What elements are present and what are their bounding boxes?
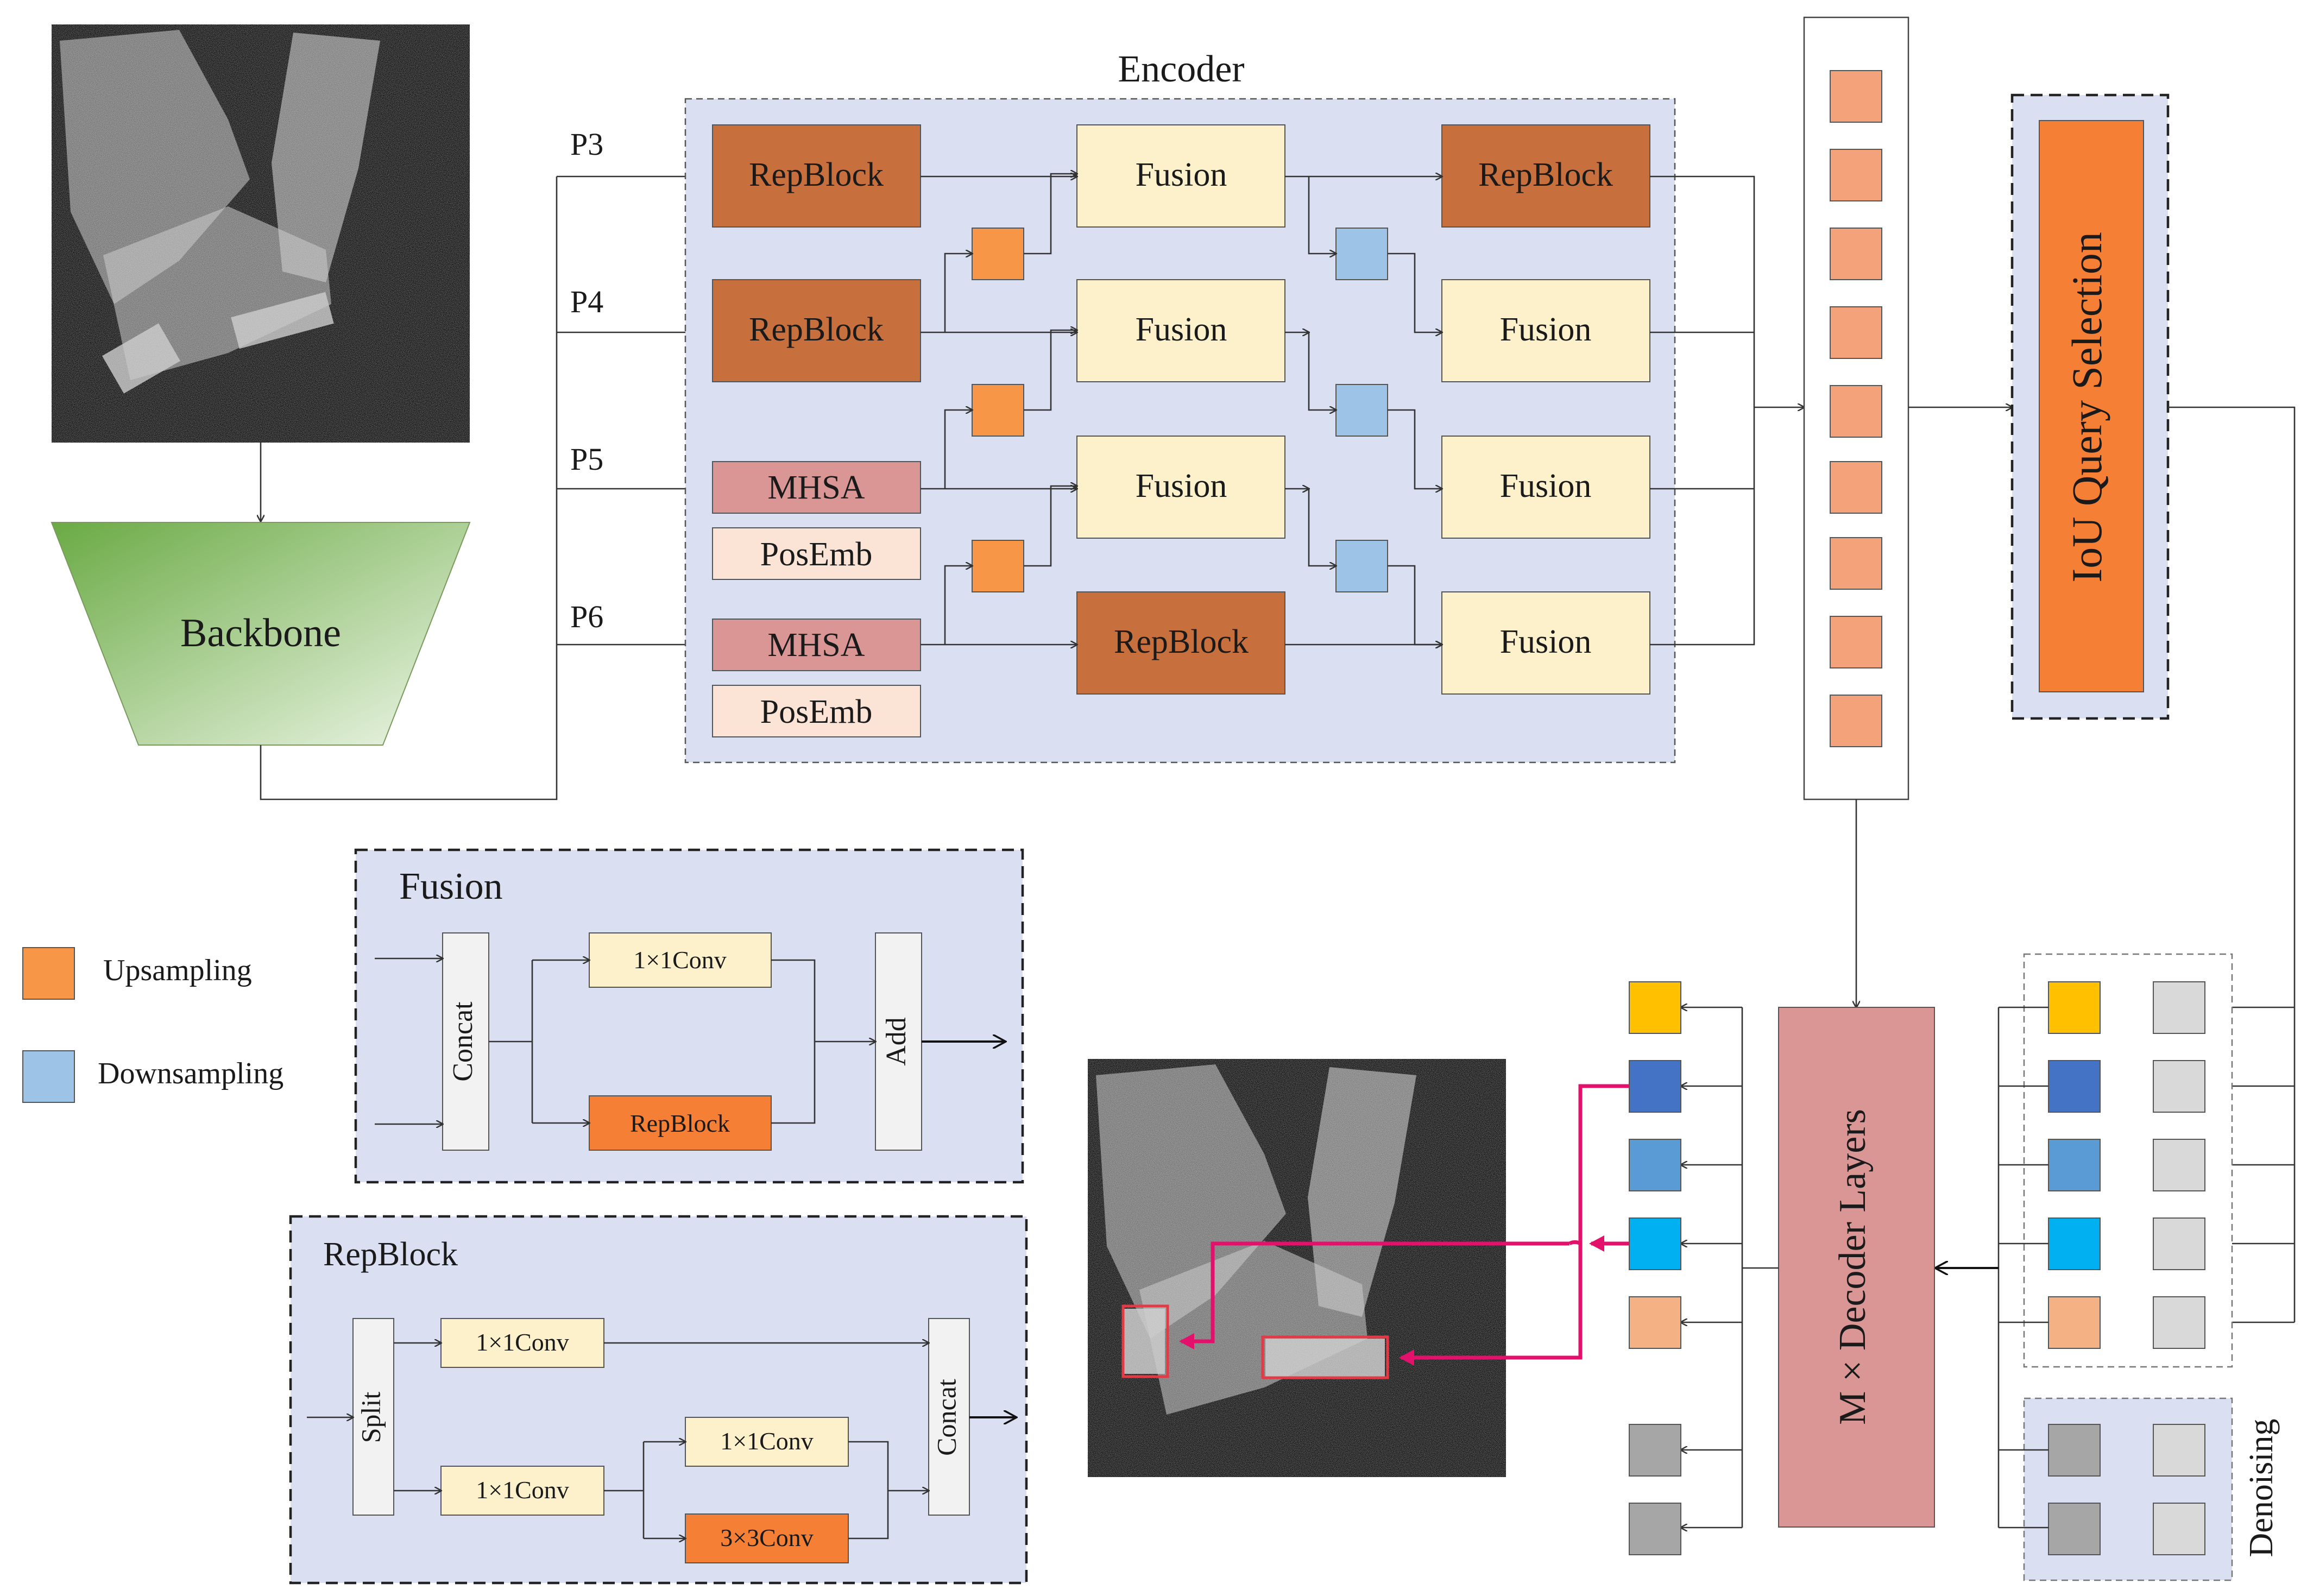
downsample-node-2	[1335, 384, 1388, 437]
query-token-3	[2048, 1139, 2101, 1191]
svg-text:1×1Conv: 1×1Conv	[633, 946, 727, 974]
backbone-label: Backbone	[180, 611, 341, 655]
svg-text:RepBlock: RepBlock	[749, 311, 884, 348]
svg-text:1×1Conv: 1×1Conv	[476, 1476, 569, 1504]
legend: Upsampling Downsampling	[22, 947, 283, 1103]
encoder-fusion-c2-p3	[1076, 124, 1285, 228]
svg-text:MHSA: MHSA	[767, 469, 865, 506]
query-tokens-group	[2023, 953, 2233, 1368]
svg-text:Concat: Concat	[447, 1001, 478, 1082]
encoder-mhsa-p5	[712, 461, 921, 514]
decoder-layers: M × Decoder Layers	[1778, 1007, 1935, 1528]
query-token-1	[2048, 981, 2101, 1034]
svg-text:Fusion: Fusion	[1136, 311, 1227, 348]
svg-text:RepBlock: RepBlock	[1478, 156, 1613, 193]
upsample-node-2	[972, 384, 1024, 437]
svg-text:Fusion: Fusion	[1500, 311, 1592, 348]
iou-query-selection-label: IoU Query Selection	[2063, 232, 2110, 582]
repblock-detail-panel: RepBlock Split 1×1Conv 1×1Conv 1×1Conv 3…	[289, 1215, 1028, 1585]
svg-text:Fusion: Fusion	[1136, 156, 1227, 193]
iou-query-selection: IoU Query Selection	[2010, 93, 2170, 720]
scale-label-p5: P5	[570, 441, 603, 477]
svg-text:RepBlock: RepBlock	[1114, 623, 1249, 660]
encoder-posemb-p6	[712, 685, 921, 737]
encoder-repblock-p4	[712, 279, 921, 382]
svg-text:Fusion: Fusion	[1500, 468, 1592, 504]
repblock-detail-title: RepBlock	[323, 1236, 458, 1273]
query-token-2	[2048, 1060, 2101, 1113]
legend-upsampling-label: Upsampling	[103, 954, 252, 987]
encoder-fusion-c3-p5	[1441, 436, 1650, 539]
encoder-token-column	[1803, 16, 1909, 800]
backbone-block: Backbone	[51, 522, 471, 746]
encoder-panel: Encoder RepBlock RepBlock MHSA PosEmb MH…	[684, 48, 1676, 764]
svg-text:PosEmb: PosEmb	[760, 693, 873, 730]
upsample-node-1	[972, 228, 1024, 280]
output-tokens	[1629, 981, 1681, 1555]
legend-downsampling-label: Downsampling	[98, 1057, 283, 1090]
svg-text:Concat: Concat	[931, 1379, 961, 1456]
scale-label-p4: P4	[570, 284, 603, 319]
encoder-posemb-p5	[712, 527, 921, 580]
svg-text:3×3Conv: 3×3Conv	[720, 1524, 814, 1551]
output-sar-image	[1088, 1059, 1506, 1477]
legend-upsampling-swatch	[22, 947, 75, 1000]
fusion-detail-panel: Fusion Concat 1×1Conv RepBlock Add	[354, 848, 1024, 1184]
svg-text:PosEmb: PosEmb	[760, 536, 873, 573]
denoising-label: Denoising	[2243, 1419, 2280, 1557]
input-sar-image	[52, 24, 470, 443]
svg-text:Fusion: Fusion	[1136, 468, 1227, 504]
fusion-detail-title: Fusion	[399, 866, 503, 907]
detection-box-1	[1121, 1304, 1169, 1378]
encoder-fusion-c3-p4	[1441, 279, 1650, 382]
legend-downsampling-swatch	[22, 1050, 75, 1103]
svg-text:1×1Conv: 1×1Conv	[476, 1328, 569, 1356]
encoder-title: Encoder	[1118, 48, 1244, 90]
upsample-node-3	[972, 540, 1024, 592]
downsample-node-1	[1335, 228, 1388, 280]
scale-label-p3: P3	[570, 127, 603, 162]
encoder-repblock-c3-p3	[1441, 124, 1650, 228]
encoder-fusion-c2-p4	[1076, 279, 1285, 382]
encoder-fusion-c3-p6	[1441, 591, 1650, 695]
decoder-label: M × Decoder Layers	[1832, 1109, 1874, 1425]
query-token-4	[2048, 1217, 2101, 1270]
svg-text:Add: Add	[881, 1017, 912, 1066]
svg-text:Fusion: Fusion	[1500, 623, 1592, 660]
svg-text:Split: Split	[355, 1392, 386, 1443]
svg-text:MHSA: MHSA	[767, 627, 865, 664]
query-token-5	[2048, 1296, 2101, 1349]
svg-text:RepBlock: RepBlock	[630, 1109, 730, 1137]
scale-label-p6: P6	[570, 599, 603, 634]
svg-text:1×1Conv: 1×1Conv	[720, 1427, 814, 1455]
encoder-fusion-c2-p5	[1076, 436, 1285, 539]
encoder-mhsa-p6	[712, 619, 921, 671]
downsample-node-3	[1335, 540, 1388, 592]
detection-box-2	[1261, 1335, 1389, 1379]
denoising-group: Denoising	[2023, 1397, 2280, 1581]
svg-text:RepBlock: RepBlock	[749, 156, 884, 193]
